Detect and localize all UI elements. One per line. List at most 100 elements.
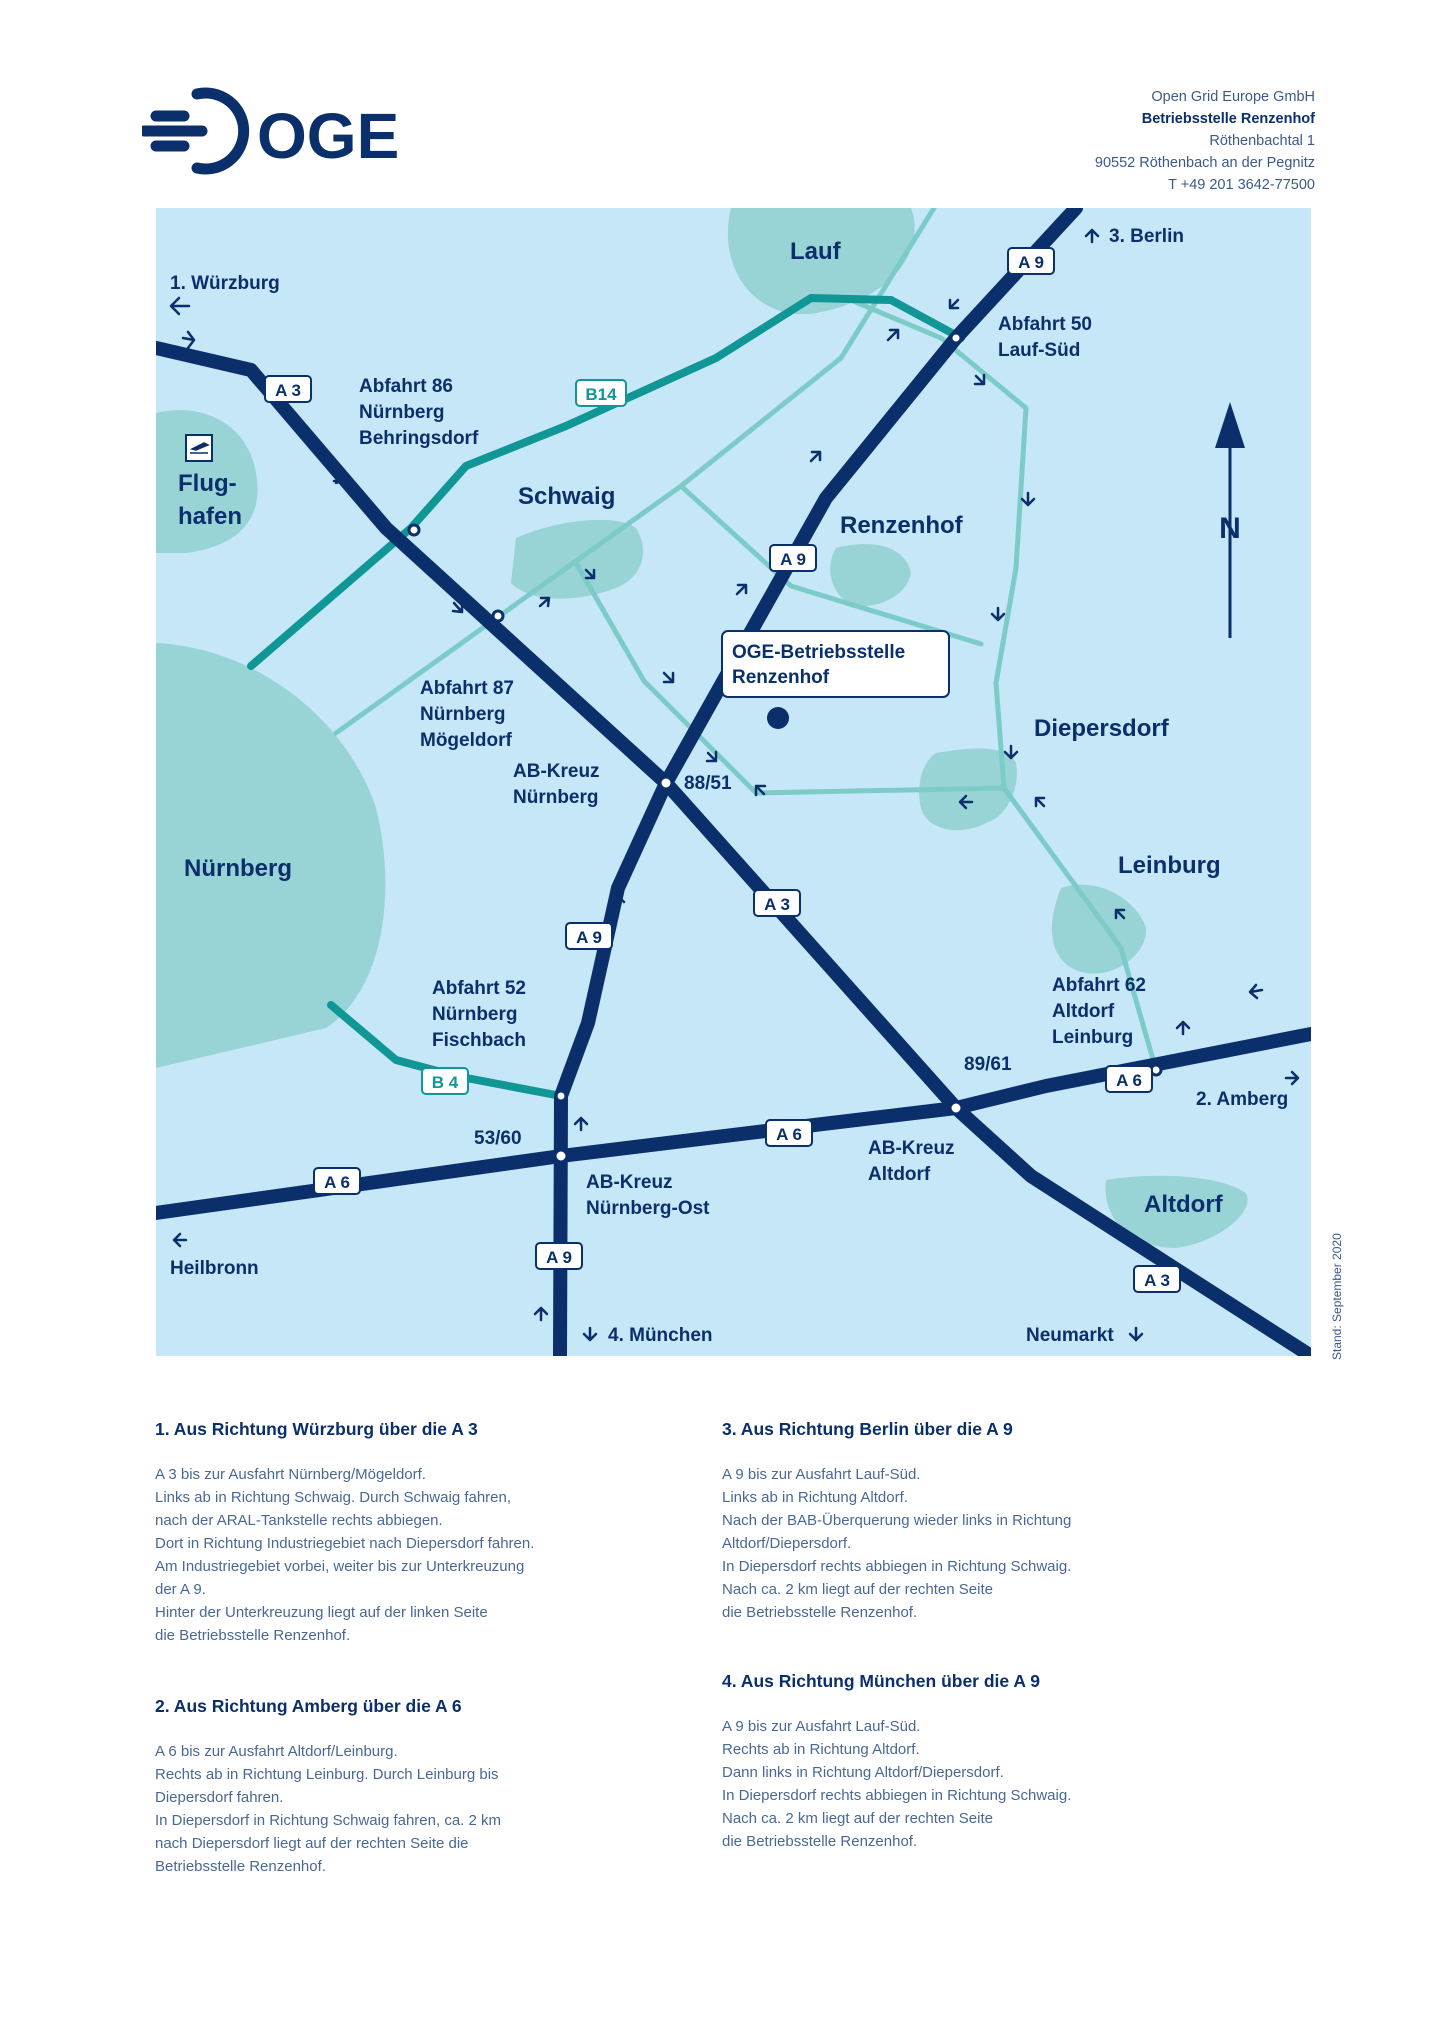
shield-a6-2: A 6 (765, 1119, 813, 1147)
phone: T +49 201 3642-77500 (1168, 177, 1315, 193)
arrow-icon (973, 373, 986, 386)
oge-logo-mark (142, 87, 250, 175)
dir-label-heilbronn: Heilbronn (170, 1258, 259, 1279)
town-area-renzenhof (830, 544, 911, 607)
exit-86-line3: Behringsdorf (359, 428, 479, 449)
directions-line: In Diepersdorf rechts abbiegen in Richtu… (722, 1787, 1072, 1804)
shield-a9-3: A 9 (565, 922, 613, 950)
junction-kreuz-altdorf (948, 1100, 964, 1116)
junction-e87 (491, 609, 505, 623)
arrow-icon (1114, 908, 1126, 920)
directions-line: Nach ca. 2 km liegt auf der rechten Seit… (722, 1581, 993, 1598)
directions-section-1: 1. Aus Richtung Würzburg über die A 3 A … (155, 1418, 655, 1647)
road-local-2 (843, 295, 1029, 791)
directions-line: Betriebsstelle Renzenhof. (155, 1858, 326, 1875)
destination-dot (767, 707, 789, 729)
exit-87-line2: Nürnberg (420, 704, 506, 725)
arrow-icon (332, 471, 344, 485)
svg-text:A 3: A 3 (764, 895, 790, 914)
local-roads (333, 208, 1159, 1073)
arrow-icon (809, 450, 822, 463)
town-label-diepersdorf: Diepersdorf (1034, 715, 1170, 742)
town-label-nuernberg: Nürnberg (184, 855, 292, 882)
svg-text:A 6: A 6 (776, 1125, 802, 1144)
airport-icon (185, 434, 213, 462)
directions-title-2: 2. Aus Richtung Amberg über die A 6 (155, 1696, 462, 1716)
directions-line: die Betriebsstelle Renzenhof. (722, 1604, 918, 1621)
arrow-icon (886, 328, 900, 342)
address-block: Open Grid Europe GmbH Betriebsstelle Ren… (1095, 86, 1315, 196)
exit-labels: Abfahrt 50 Lauf-Süd Abfahrt 86 Nürnberg … (359, 314, 1146, 1219)
road-shields: A 3 A 9 A 9 A 3 A 9 A 6 A 6 A 6 A 9 A 3 (264, 247, 1181, 1293)
arrow-icon (1020, 491, 1036, 507)
town-labels: Lauf Flug- hafen Schwaig Renzenhof Diepe… (178, 238, 1224, 1218)
oge-logo-text: OGE (257, 100, 399, 172)
exit-52-line2: Nürnberg (432, 1004, 518, 1025)
directions-line: A 3 bis zur Ausfahrt Nürnberg/Mögeldorf. (155, 1466, 426, 1483)
arrow-icon (584, 568, 596, 580)
arrow-icon (582, 1326, 598, 1342)
town-label-renzenhof: Renzenhof (840, 512, 964, 539)
directions-line: Links ab in Richtung Altdorf. (722, 1489, 908, 1506)
svg-text:A 9: A 9 (1018, 253, 1044, 272)
kreuz-ost-number: 53/60 (474, 1128, 522, 1149)
street: Röthenbachtal 1 (1209, 133, 1315, 149)
directions-line: Diepersdorf fahren. (155, 1789, 284, 1806)
junction-kreuz-ost (553, 1148, 569, 1164)
company-name: Open Grid Europe GmbH (1151, 89, 1315, 105)
junction-e86 (407, 523, 421, 537)
dir-label-berlin: 3. Berlin (1109, 226, 1184, 247)
directions-line: nach der ARAL-Tankstelle rechts abbiegen… (155, 1512, 443, 1529)
exit-52-line3: Fischbach (432, 1030, 526, 1051)
directions-line: die Betriebsstelle Renzenhof. (155, 1627, 351, 1644)
dir-label-muenchen: 4. München (608, 1325, 713, 1346)
north-label: N (1219, 512, 1241, 545)
town-area-nuernberg (156, 643, 386, 1068)
directions-line: Nach der BAB-Überquerung wieder links in… (722, 1512, 1072, 1529)
town-label-flughafen-2: hafen (178, 503, 242, 530)
arrow-icon (948, 298, 960, 310)
road-local-5 (1001, 785, 1159, 1073)
dir-label-neumarkt: Neumarkt (1026, 1325, 1114, 1346)
directions-section-3: 3. Aus Richtung Berlin über die A 9 A 9 … (722, 1418, 1222, 1624)
directions-line: nach Diepersdorf liegt auf der rechten S… (155, 1835, 469, 1852)
road-local-4 (573, 560, 1007, 796)
directions-line: Rechts ab in Richtung Leinburg. Durch Le… (155, 1766, 499, 1783)
directions-section-2: 2. Aus Richtung Amberg über die A 6 A 6 … (155, 1695, 655, 1878)
town-label-leinburg: Leinburg (1118, 852, 1221, 879)
arrow-icon (1128, 1326, 1144, 1342)
stand-date: Stand: September 2020 (1330, 1233, 1344, 1360)
svg-text:B14: B14 (585, 385, 617, 404)
directions-line: A 9 bis zur Ausfahrt Lauf-Süd. (722, 1718, 921, 1735)
arrow-icon (181, 330, 196, 350)
svg-text:A 9: A 9 (546, 1248, 572, 1267)
arrow-icon (735, 583, 748, 596)
town-area-airport (156, 410, 258, 553)
arrow-icon (610, 894, 626, 910)
directions-line: die Betriebsstelle Renzenhof. (722, 1833, 918, 1850)
arrow-icon (662, 671, 675, 684)
exit-52-line1: Abfahrt 52 (432, 978, 526, 999)
exit-87-line1: Abfahrt 87 (420, 678, 514, 699)
arrow-icon (1084, 228, 1100, 244)
federal-shields: B14 B 4 (421, 379, 627, 1095)
north-arrow: N (1215, 402, 1245, 638)
arrow-icon (990, 606, 1006, 622)
arrow-icon (1284, 1070, 1300, 1086)
arrow-icon (169, 296, 191, 316)
shield-a6-1: A 6 (1105, 1065, 1153, 1093)
dir-label-wuerzburg: 1. Würzburg (170, 273, 280, 294)
kreuz-nuernberg-line1: AB-Kreuz (513, 761, 600, 782)
svg-text:A 3: A 3 (1144, 1271, 1170, 1290)
kreuz-nuernberg-number: 88/51 (684, 773, 732, 794)
shield-a9-4: A 9 (535, 1242, 583, 1270)
directions-line: In Diepersdorf in Richtung Schwaig fahre… (155, 1812, 502, 1829)
exit-62-line2: Altdorf (1052, 1001, 1115, 1022)
arrow-icon (172, 1232, 188, 1248)
town-label-schwaig: Schwaig (518, 483, 615, 510)
directions-section-4: 4. Aus Richtung München über die A 9 A 9… (722, 1670, 1222, 1853)
north-arrow-head (1215, 402, 1245, 448)
arrow-icon (1003, 744, 1019, 760)
town-label-flughafen-1: Flug- (178, 470, 237, 497)
kreuz-altdorf-line1: AB-Kreuz (868, 1138, 955, 1159)
